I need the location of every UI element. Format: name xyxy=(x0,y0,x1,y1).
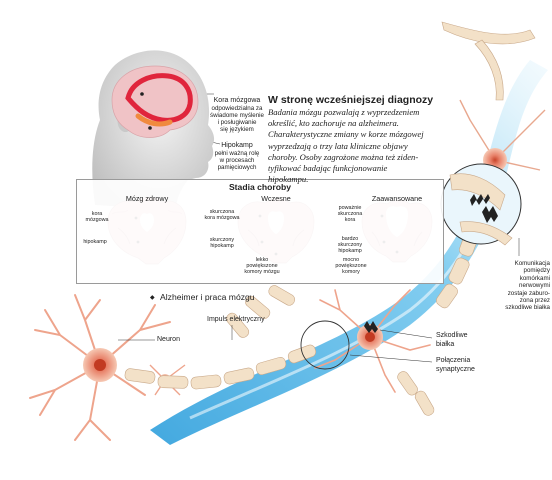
protein-clumps xyxy=(470,194,498,223)
cortex-desc-line: i posługiwanie xyxy=(217,119,257,126)
label-line: lekko xyxy=(255,257,269,263)
communication-label: Komunikacja pomiędzy komórkami nerwowymi… xyxy=(484,260,550,312)
intro-line: Badania mózgu pozwalają z wyprzedzeniem xyxy=(268,107,420,117)
label-line: synaptyczne xyxy=(436,365,475,373)
intro-line: określić, kto zachoruje na alzheimera. xyxy=(268,118,399,129)
label-line: nerwowymi xyxy=(519,282,550,290)
hippocampus-desc-line: pełni ważną rolę xyxy=(214,150,260,157)
cortex-desc-line: odpowiedzialna za xyxy=(211,105,263,112)
label-line: komórkami xyxy=(519,274,550,282)
label-line: Połączenia xyxy=(436,357,471,364)
cortex-desc-line: świadome myślenie xyxy=(210,112,264,119)
label-line: hipokamp xyxy=(338,248,362,254)
label-line: pomiędzy xyxy=(523,267,550,275)
label-line: kora mózgowa xyxy=(204,215,240,221)
label-line: kora xyxy=(344,217,356,223)
label-line: skurczona xyxy=(337,211,363,217)
label-line: bardzo xyxy=(341,236,359,242)
label-line: powiększone xyxy=(335,263,367,269)
label-line: Szkodliwe xyxy=(436,332,468,339)
middle-neuron-dendrites xyxy=(314,289,431,393)
middle-axon xyxy=(226,285,296,338)
healthy-hippocampus-label: hipokamp xyxy=(78,239,112,245)
impulse-label: Impuls elektryczny xyxy=(207,316,265,323)
advanced-hippocampus-label: bardzo skurczony hipokamp xyxy=(334,236,366,254)
label-line: zostaje zaburo- xyxy=(507,289,550,297)
middle-protein-clumps xyxy=(364,321,378,333)
small-neuron xyxy=(149,364,186,396)
label-line: mózgowa xyxy=(85,217,109,223)
intro-line: tyfikować badając funkcjonowanie xyxy=(268,163,388,174)
stages-title: Stadia choroby xyxy=(228,182,292,192)
label-line: kora xyxy=(91,211,103,217)
label-line: komory mózgu xyxy=(244,269,280,275)
bullet-icon: ◆ xyxy=(150,295,155,302)
label-line: hipokamp xyxy=(83,239,107,245)
synapse-detail xyxy=(449,173,513,246)
label-line: białka xyxy=(436,340,455,348)
cortex-desc-line: się językiem xyxy=(220,126,254,133)
intro-line: hipokampu. xyxy=(268,174,309,185)
label-line: zona przez xyxy=(519,297,550,305)
advanced-cortex-label: poważnie skurczona kora xyxy=(334,205,366,223)
label-line: skurczony xyxy=(209,237,235,243)
neuron-label: Neuron xyxy=(157,336,180,343)
advanced-ventricles-label: mocno powiększone komory xyxy=(330,257,372,275)
intro-text: Badania mózgu pozwalają z wyprzedzeniem … xyxy=(268,107,514,185)
label-line: szkodliwe białka xyxy=(505,304,550,312)
stages-box xyxy=(76,179,444,284)
stage-advanced-title: Zaawansowane xyxy=(371,194,423,203)
damaged-proteins-label: Szkodliwe białka xyxy=(436,332,468,349)
hippocampus-label: Hipokamp pełni ważną rolę w procesach pa… xyxy=(204,141,270,171)
lower-neuron-nucleus xyxy=(94,359,106,371)
synapse-circle xyxy=(300,320,350,370)
lower-right-axon xyxy=(397,371,435,416)
synaptic-label: Połączenia synaptyczne xyxy=(436,357,475,374)
cortex-label: Kora mózgowa odpowiedzialna za świadome … xyxy=(200,96,274,133)
label-line: poważnie xyxy=(338,205,362,211)
intro-line: choroby. Osoby zagrożone można też ziden… xyxy=(268,151,419,162)
hippocampus-desc-line: pamięciowych xyxy=(217,164,257,171)
main-axon xyxy=(124,344,317,390)
intro-line: wyprzedzają o trzy lata kliniczne objawy xyxy=(268,140,408,151)
healthy-cortex-label: kora mózgowa xyxy=(82,211,112,223)
stage-early-title: Wczesne xyxy=(261,194,291,203)
label-line: powiększone xyxy=(246,263,278,269)
early-ventricles-label: lekko powiększone komory mózgu xyxy=(238,257,286,275)
early-cortex-label: skurczona kora mózgowa xyxy=(202,209,242,221)
label-line: skurczona xyxy=(209,209,235,215)
upper-axon xyxy=(441,21,536,101)
stage-healthy-title: Mózg zdrowy xyxy=(125,194,169,203)
neurons-subtitle: ◆ Alzheimer i praca mózgu xyxy=(150,292,255,302)
label-line: skurczony xyxy=(337,242,363,248)
label-line: hipokamp xyxy=(210,243,234,249)
intro-line: Charakterystyczne zmiany w korze mózgowe… xyxy=(268,129,424,140)
hippocampus-title: Hipokamp xyxy=(221,142,253,149)
label-line: komory xyxy=(342,269,360,275)
section-title: W stronę wcześniejszej diagnozy xyxy=(268,94,434,106)
hippocampus-region xyxy=(135,113,173,127)
early-hippocampus-label: skurczony hipokamp xyxy=(204,237,240,249)
cortex-title: Kora mózgowa xyxy=(213,97,261,104)
hippocampus-desc-line: w procesach xyxy=(219,157,255,164)
cortex-region xyxy=(125,73,193,123)
label-line: Komunikacja xyxy=(514,260,550,267)
label-line: mocno xyxy=(342,257,360,263)
neurons-subtitle-text: Alzheimer i praca mózgu xyxy=(160,292,255,302)
